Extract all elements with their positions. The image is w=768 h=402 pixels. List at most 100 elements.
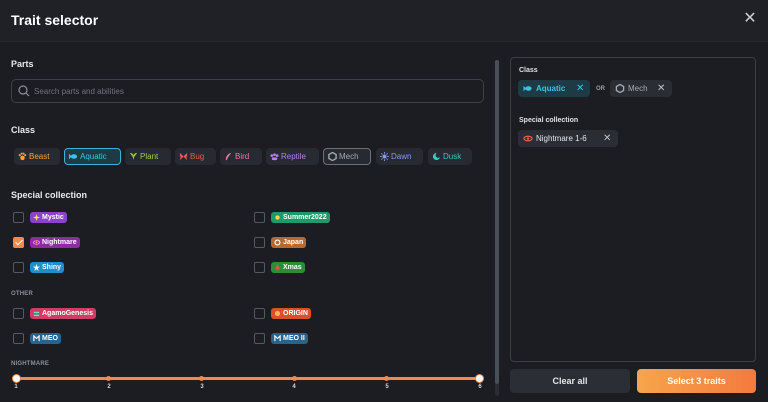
badge-label: Shiny <box>42 264 62 271</box>
origin-icon <box>274 310 281 317</box>
class-chip-mech[interactable]: Mech <box>323 148 371 165</box>
fish-icon <box>69 153 78 160</box>
badge-xmas: Xmas <box>271 262 305 273</box>
parts-label: Parts <box>11 59 34 69</box>
tick-label: 4 <box>292 384 296 390</box>
selection-summary-panel: Class Aquatic ✕ OR Mech ✕ Special collec… <box>510 57 756 362</box>
slider-tick <box>292 376 297 381</box>
sparkle-icon <box>33 214 40 221</box>
slider-tick <box>384 376 389 381</box>
class-chip-label: Plant <box>140 152 159 161</box>
select-traits-button[interactable]: Select 3 traits <box>637 369 756 393</box>
class-chip-reptile[interactable]: Reptile <box>266 148 319 165</box>
checkbox-summer2022[interactable] <box>254 212 265 223</box>
badge-label: Summer2022 <box>283 214 327 221</box>
checkbox-nightmare[interactable] <box>13 237 24 248</box>
tick-label: 3 <box>200 384 204 390</box>
ring-icon <box>274 239 281 246</box>
class-chip-bug[interactable]: Bug <box>175 148 216 165</box>
selected-special-nightmare: Nightmare 1-6 ✕ <box>518 130 618 147</box>
star-icon <box>33 264 40 271</box>
clear-all-button[interactable]: Clear all <box>510 369 630 393</box>
fish-icon <box>523 85 532 92</box>
or-label: OR <box>596 86 605 92</box>
badge-label: MEO II <box>283 335 305 342</box>
leaf-icon <box>129 152 138 161</box>
search-box[interactable] <box>11 79 484 103</box>
class-chip-plant[interactable]: Plant <box>125 148 171 165</box>
scrollbar-thumb[interactable] <box>495 60 499 384</box>
badge-origin: ORIGIN <box>271 308 311 319</box>
sun-icon <box>380 152 389 161</box>
nightmare-range-track[interactable] <box>16 377 480 380</box>
dusk-icon <box>432 152 441 161</box>
search-icon <box>18 85 30 97</box>
remove-mech-icon[interactable]: ✕ <box>657 83 666 94</box>
checkbox-mystic[interactable] <box>13 212 24 223</box>
badge-japan: Japan <box>271 237 307 248</box>
checkbox-meo[interactable] <box>13 333 24 344</box>
search-input[interactable] <box>34 83 474 99</box>
tag-label: Aquatic <box>536 84 566 93</box>
special-collection-label: Special collection <box>11 190 88 200</box>
eye-icon <box>523 135 533 142</box>
badge-label: Xmas <box>283 264 302 271</box>
slider-min-handle[interactable] <box>12 374 21 383</box>
class-chip-aquatic[interactable]: Aquatic <box>64 148 121 165</box>
badge-shiny: Shiny <box>30 262 65 273</box>
class-chip-label: Mech <box>339 152 359 161</box>
hexagon-icon <box>615 84 625 93</box>
butterfly-icon <box>179 152 188 161</box>
dialog-title: Trait selector <box>11 12 99 28</box>
eye-icon <box>33 240 40 245</box>
paw-icon <box>18 152 27 161</box>
badge-label: ORIGIN <box>283 310 308 317</box>
badge-summer2022: Summer2022 <box>271 212 330 223</box>
class-chip-label: Bird <box>235 152 250 161</box>
chest-icon <box>33 311 40 317</box>
tick-label: 5 <box>385 384 389 390</box>
selected-class-aquatic: Aquatic ✕ <box>518 80 590 97</box>
class-chip-dawn[interactable]: Dawn <box>376 148 423 165</box>
checkbox-shiny[interactable] <box>13 262 24 273</box>
checkbox-agamogenesis[interactable] <box>13 308 24 319</box>
class-chip-label: Dawn <box>391 152 412 161</box>
tag-label: Mech <box>628 84 648 93</box>
meo-icon <box>33 335 40 342</box>
selected-class-mech: Mech ✕ <box>610 80 672 97</box>
scrollbar[interactable] <box>495 60 499 396</box>
checkbox-origin[interactable] <box>254 308 265 319</box>
meo-icon <box>274 335 281 342</box>
slider-max-handle[interactable] <box>475 374 484 383</box>
summary-special-label: Special collection <box>519 117 579 124</box>
class-chip-label: Dusk <box>443 152 462 161</box>
badge-nightmare: Nightmare <box>30 237 80 248</box>
checkbox-xmas[interactable] <box>254 262 265 273</box>
other-label: OTHER <box>11 291 33 297</box>
checkbox-japan[interactable] <box>254 237 265 248</box>
badge-mystic: Mystic <box>30 212 67 223</box>
badge-meo: MEO <box>30 333 61 344</box>
slider-tick <box>199 376 204 381</box>
checkbox-meo-ii[interactable] <box>254 333 265 344</box>
feather-icon <box>225 152 232 161</box>
class-chip-dusk[interactable]: Dusk <box>428 148 472 165</box>
tick-label: 1 <box>14 384 18 390</box>
badge-label: Nightmare <box>42 239 77 246</box>
reptile-icon <box>270 153 279 161</box>
class-chip-label: Bug <box>190 152 205 161</box>
badge-label: AgamoGenesis <box>42 310 93 317</box>
class-chip-label: Aquatic <box>80 152 107 161</box>
hexagon-icon <box>328 152 337 161</box>
class-chip-bird[interactable]: Bird <box>220 148 262 165</box>
remove-aquatic-icon[interactable]: ✕ <box>576 83 585 94</box>
badge-label: Japan <box>283 239 304 246</box>
tick-label: 6 <box>478 384 482 390</box>
class-label: Class <box>11 125 36 135</box>
badge-meo-ii: MEO II <box>271 333 308 344</box>
class-chip-beast[interactable]: Beast <box>14 148 60 165</box>
remove-nightmare-icon[interactable]: ✕ <box>603 133 612 144</box>
tag-label: Nightmare 1-6 <box>536 134 587 143</box>
badge-label: Mystic <box>42 214 64 221</box>
close-icon[interactable]: ✕ <box>743 10 757 27</box>
